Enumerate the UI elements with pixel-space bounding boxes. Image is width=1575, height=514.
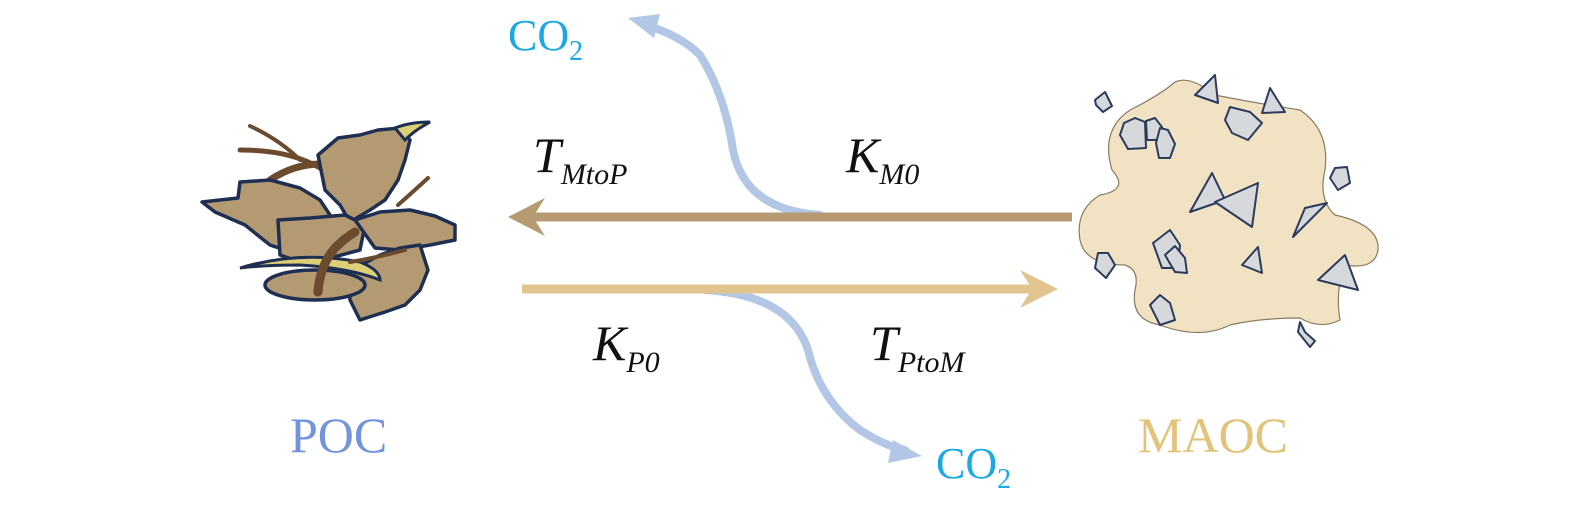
label-k-p0: KP0 — [592, 315, 660, 379]
arrow-right-head-icon — [1020, 270, 1058, 308]
co2-top-arrowhead-icon — [628, 14, 660, 38]
co2-label-top: CO2 — [508, 11, 583, 67]
co2-flux-top — [628, 14, 824, 219]
arrow-maoc-to-poc — [508, 198, 1072, 236]
arrow-poc-to-maoc — [522, 270, 1058, 308]
maoc-illustration — [1078, 74, 1379, 348]
label-k-m0: KM0 — [845, 127, 919, 191]
co2-bottom-arrowhead-icon — [888, 440, 922, 463]
poc-label: POC — [290, 407, 387, 463]
co2-flux-bottom — [701, 286, 922, 463]
maoc-label: MAOC — [1138, 407, 1288, 463]
poc-illustration — [200, 120, 457, 322]
co2-label-bottom: CO2 — [936, 439, 1011, 495]
arrow-left-head-icon — [508, 198, 545, 236]
label-t-ptom: TPtoM — [870, 315, 966, 379]
label-t-mtop: TMtoP — [533, 127, 627, 191]
